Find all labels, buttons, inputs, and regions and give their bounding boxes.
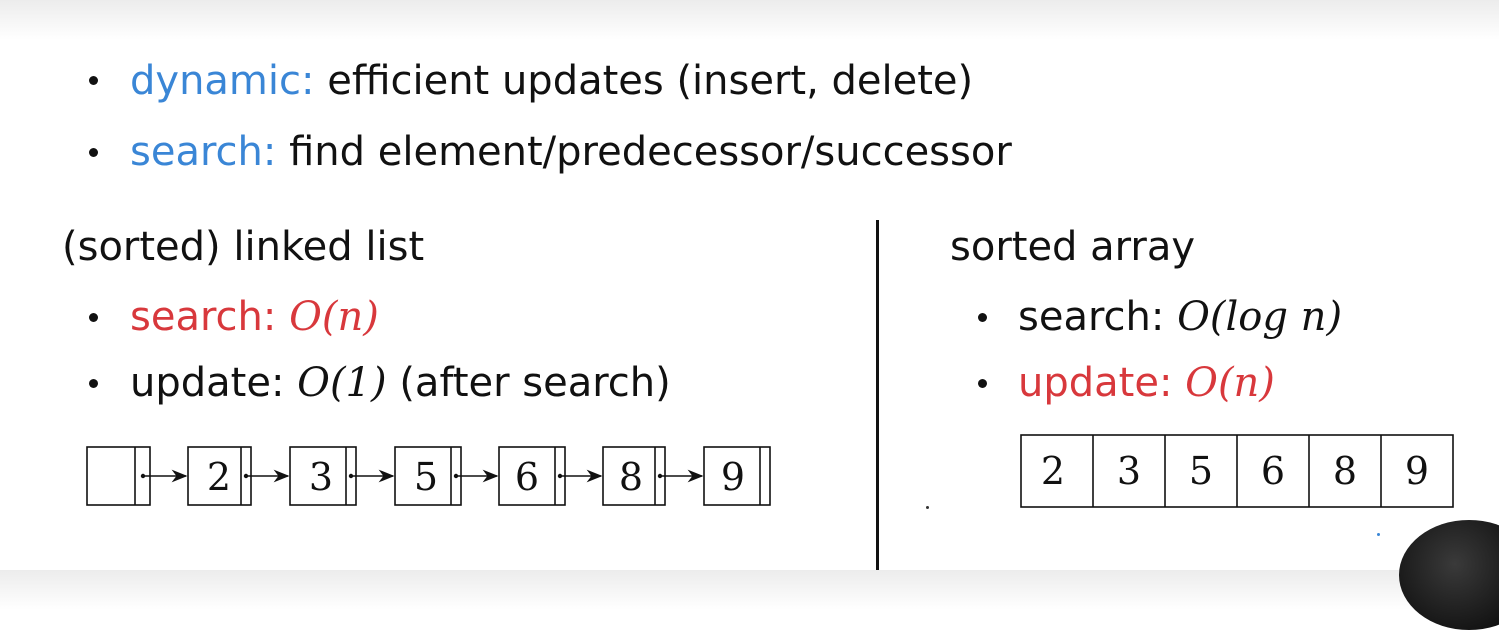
array-search-item: search: O(log n) <box>1018 297 1342 337</box>
bullet-dynamic: dynamic: efficient updates (insert, dele… <box>130 61 973 101</box>
search-label: search: <box>1018 294 1165 340</box>
array-update-item: update: O(n) <box>1018 363 1275 403</box>
bullet-search: search: find element/predecessor/success… <box>130 132 1012 172</box>
sorted-array-diagram: 2 3 5 6 8 9 <box>1020 434 1454 508</box>
array-cell-value: 8 <box>1333 449 1357 493</box>
search-complexity: O(n) <box>289 294 379 340</box>
presenter-shadow <box>1399 520 1499 630</box>
sorted-array-heading: sorted array <box>950 224 1196 270</box>
speck <box>1377 533 1380 536</box>
array-cell-value: 5 <box>1189 449 1213 493</box>
speck <box>926 506 929 509</box>
bullet-dot <box>978 313 987 322</box>
search-complexity: O(log n) <box>1177 294 1343 340</box>
linked-list-search-item: search: O(n) <box>130 297 379 337</box>
list-node: 2 <box>187 446 290 506</box>
list-node-value: 2 <box>207 455 231 499</box>
list-node: 8 <box>602 446 704 506</box>
array-cell-value: 6 <box>1261 449 1285 493</box>
list-node: 6 <box>498 446 603 506</box>
dynamic-description: efficient updates (insert, delete) <box>327 58 974 104</box>
update-label: update: <box>130 360 285 406</box>
array-cell-value: 2 <box>1041 449 1065 493</box>
keyword-dynamic: dynamic: <box>130 58 315 104</box>
list-node-value: 3 <box>309 455 333 499</box>
update-complexity: O(n) <box>1185 360 1275 406</box>
bullet-dot <box>89 313 98 322</box>
list-node: 5 <box>394 446 499 506</box>
list-node-value: 5 <box>414 455 438 499</box>
keyword-search: search: <box>130 129 277 175</box>
list-node-value: 6 <box>515 455 539 499</box>
search-label: search: <box>130 294 277 340</box>
update-suffix: (after search) <box>399 360 671 406</box>
search-description: find element/predecessor/successor <box>289 129 1012 175</box>
array-cell-value: 9 <box>1405 449 1429 493</box>
bullet-dot <box>89 148 98 157</box>
linked-list-heading: (sorted) linked list <box>62 224 425 270</box>
array-cell-value: 3 <box>1117 449 1141 493</box>
column-divider <box>876 220 879 570</box>
linked-list-update-item: update: O(1) (after search) <box>130 363 671 403</box>
update-complexity: O(1) <box>297 360 387 406</box>
list-node-value: 9 <box>721 455 745 499</box>
bullet-dot <box>89 76 98 85</box>
list-head-node <box>86 446 188 506</box>
linked-list-diagram: 2 3 5 6 8 9 <box>86 446 771 506</box>
list-node-value: 8 <box>619 455 643 499</box>
list-node: 3 <box>289 446 395 506</box>
bullet-dot <box>89 379 98 388</box>
list-node: 9 <box>703 446 771 506</box>
update-label: update: <box>1018 360 1173 406</box>
bullet-dot <box>978 379 987 388</box>
